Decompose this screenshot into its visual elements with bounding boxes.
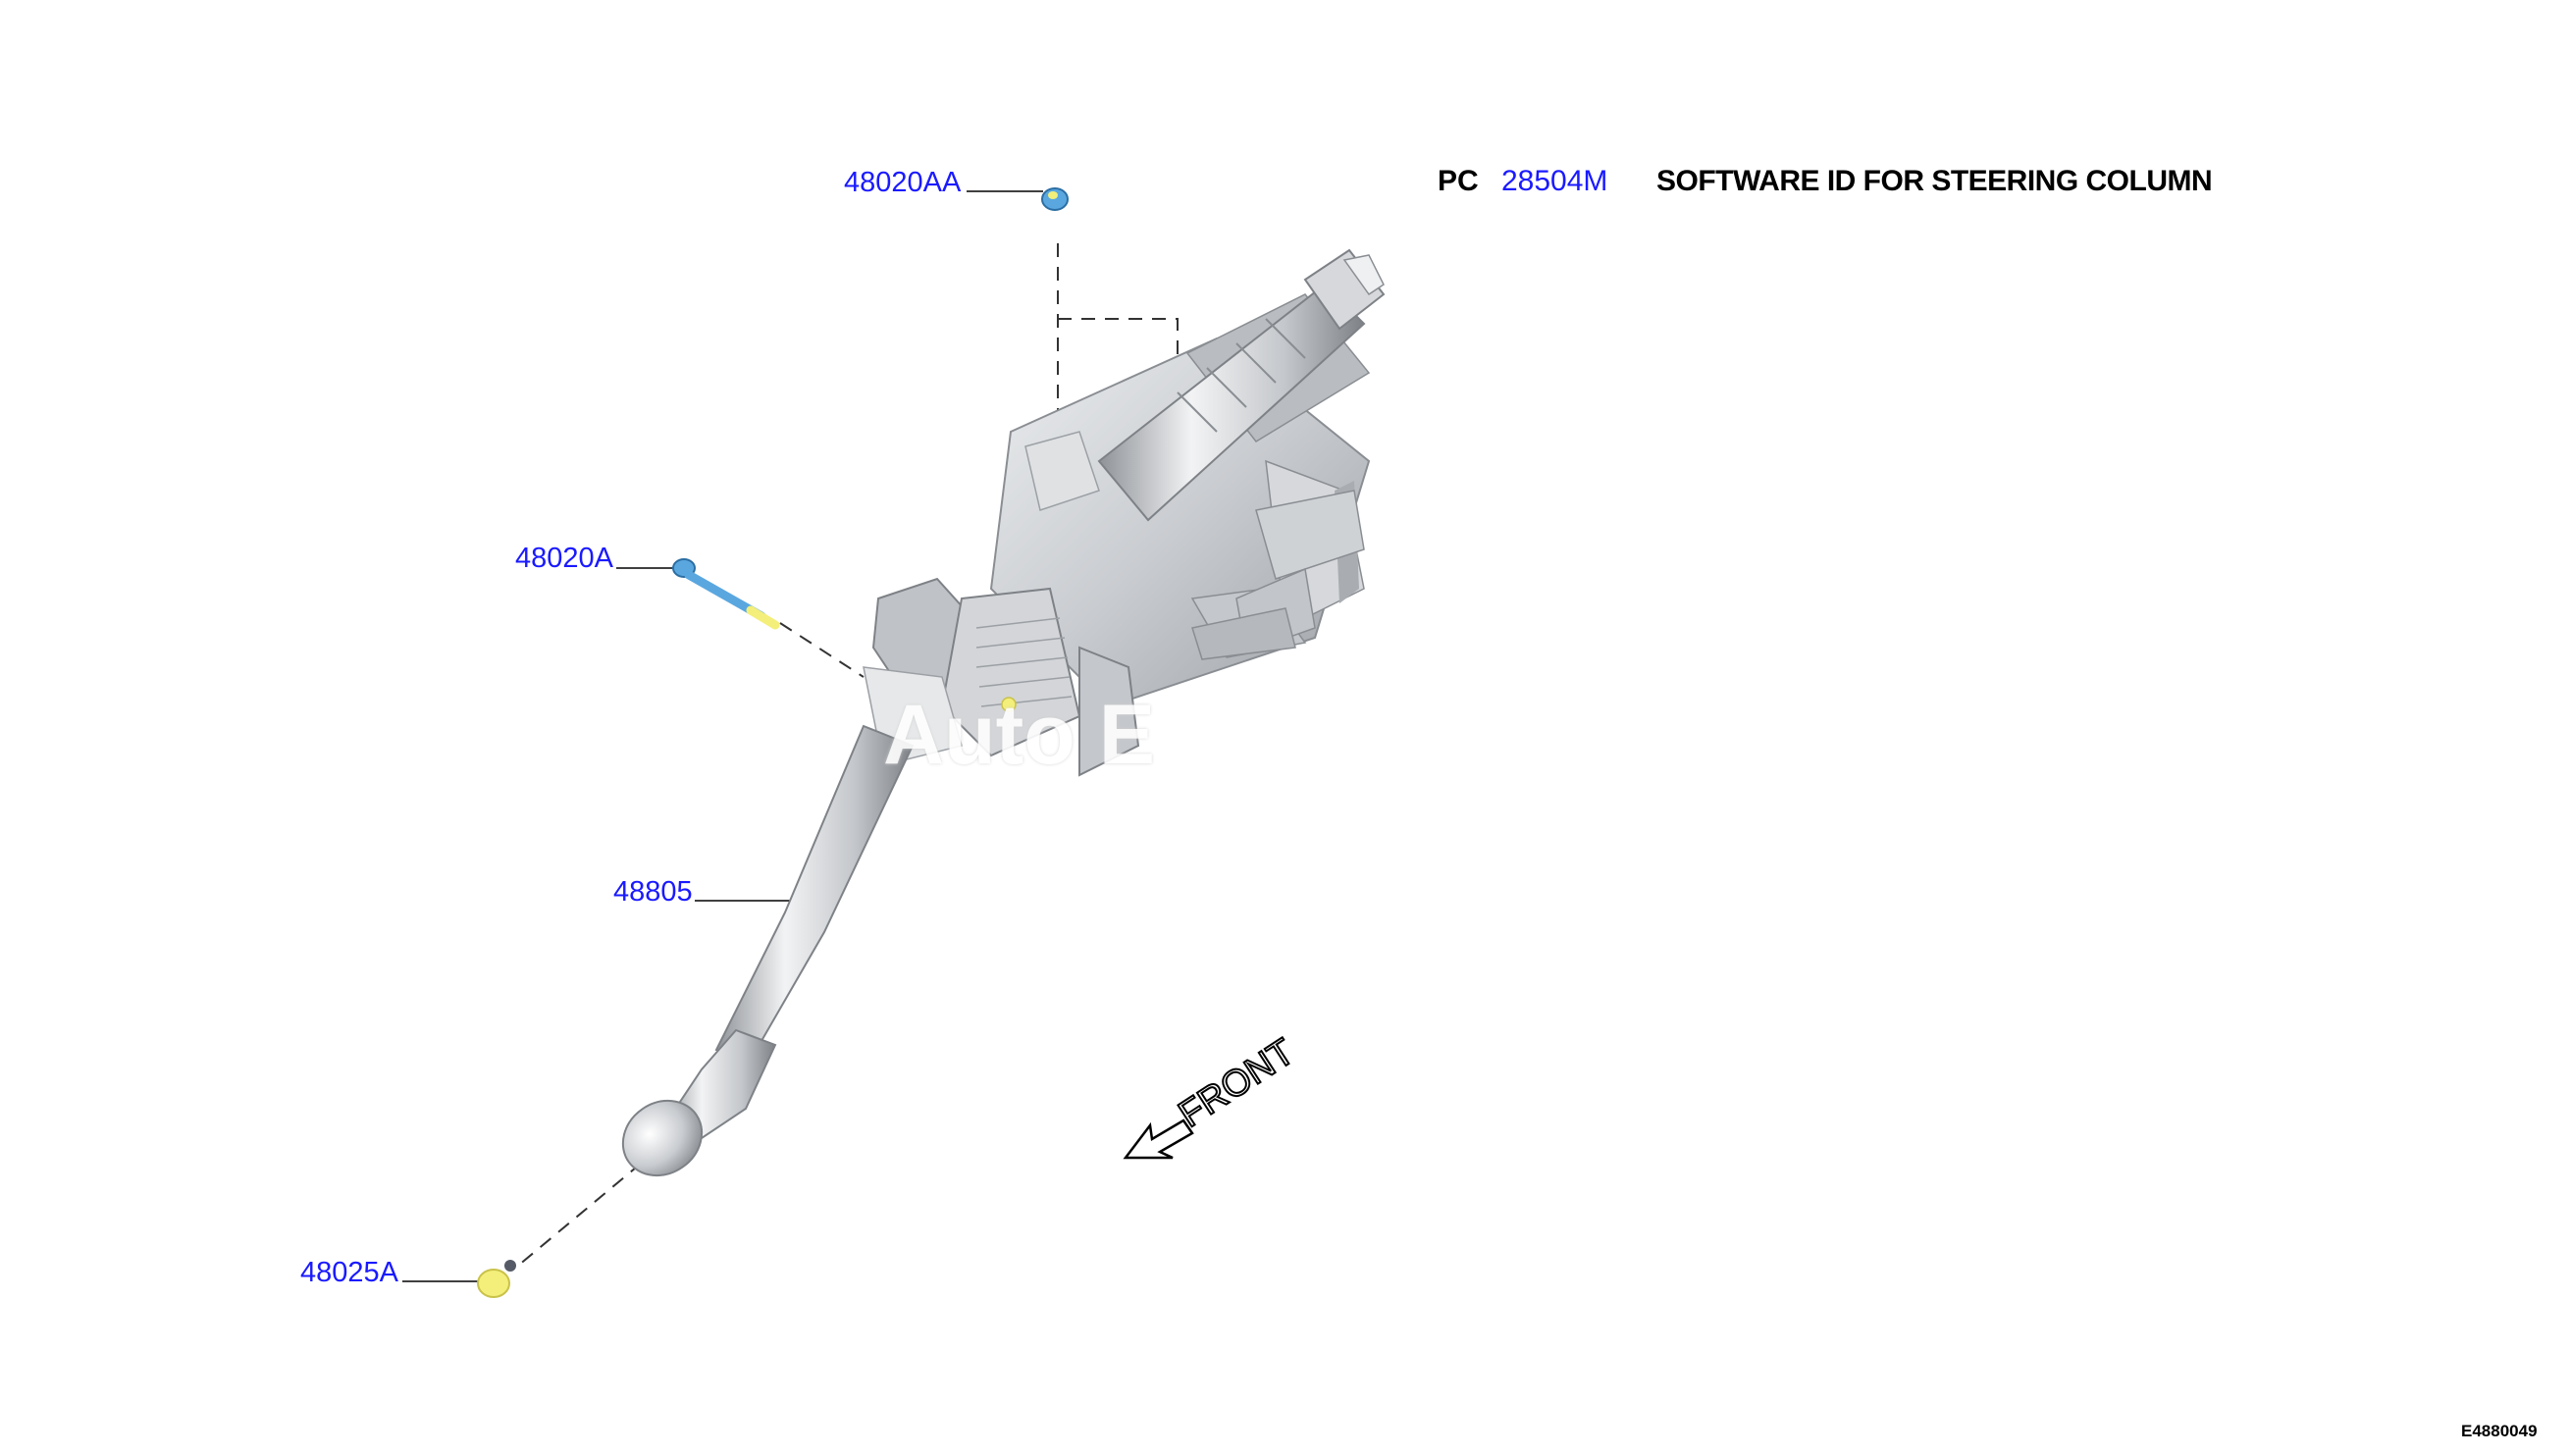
fastener-48025A[interactable] [477, 1260, 516, 1298]
callout-48805[interactable]: 48805 [613, 876, 693, 908]
callout-48025A[interactable]: 48025A [300, 1257, 398, 1288]
callout-48020AA[interactable]: 48020AA [844, 167, 962, 198]
pc-part-number[interactable]: 28504M [1501, 165, 1608, 197]
figure-id: E4880049 [2461, 1422, 2538, 1440]
front-arrow-icon [1123, 1118, 1194, 1160]
front-label: FRONT [1172, 1031, 1302, 1136]
intermediate-shaft-48805 [621, 724, 915, 1177]
mount-fins [1191, 490, 1365, 660]
pc-description: SOFTWARE ID FOR STEERING COLUMN [1656, 165, 2213, 197]
watermark: Auto E [883, 688, 1156, 782]
ecu-fastener [1001, 697, 1017, 712]
bolt-48020A[interactable] [672, 558, 780, 630]
pc-label: PC [1438, 165, 1479, 197]
bolt-48020AA[interactable] [1041, 187, 1069, 211]
callout-48020A[interactable]: 48020A [515, 543, 613, 574]
upper-tube [1097, 248, 1386, 522]
